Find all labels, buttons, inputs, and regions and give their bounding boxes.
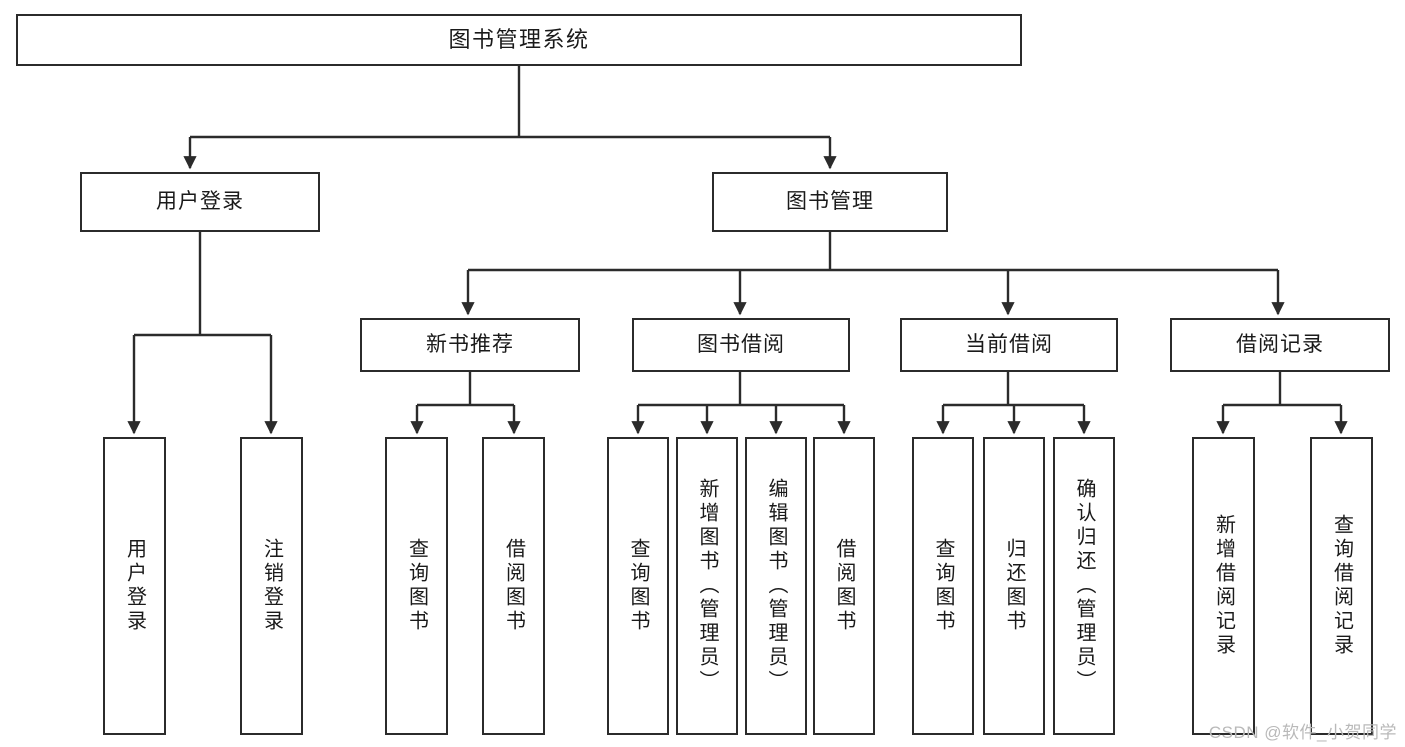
node-leaf-query-borrow-record[interactable]: 查询借阅记录: [1310, 437, 1373, 735]
node-leaf-query-book-1-label: 查询图书: [405, 538, 428, 634]
node-leaf-user-login-label: 用户登录: [123, 538, 146, 634]
node-leaf-add-book-label: 新增图书（管理员）: [696, 478, 718, 694]
node-leaf-logout-login-label: 注销登录: [260, 538, 283, 634]
node-leaf-query-book-2[interactable]: 查询图书: [607, 437, 669, 735]
node-leaf-confirm-return[interactable]: 确认归还（管理员）: [1053, 437, 1115, 735]
node-leaf-add-borrow-record-label: 新增借阅记录: [1212, 514, 1235, 658]
node-new-book-recommend[interactable]: 新书推荐: [360, 318, 580, 372]
node-leaf-edit-book-label: 编辑图书（管理员）: [765, 478, 787, 694]
node-book-borrow-label: 图书借阅: [697, 332, 785, 356]
node-root-label: 图书管理系统: [448, 27, 590, 53]
node-root[interactable]: 图书管理系统: [16, 14, 1022, 66]
node-new-book-recommend-label: 新书推荐: [426, 332, 514, 356]
node-book-manage-label: 图书管理: [786, 189, 874, 213]
node-leaf-query-book-2-label: 查询图书: [627, 538, 649, 634]
node-leaf-logout-login[interactable]: 注销登录: [240, 437, 303, 735]
node-leaf-return-book[interactable]: 归还图书: [983, 437, 1045, 735]
node-leaf-borrow-book-2[interactable]: 借阅图书: [813, 437, 875, 735]
node-borrow-record[interactable]: 借阅记录: [1170, 318, 1390, 372]
node-current-borrow[interactable]: 当前借阅: [900, 318, 1118, 372]
node-leaf-borrow-book-1-label: 借阅图书: [502, 538, 525, 634]
node-leaf-confirm-return-label: 确认归还（管理员）: [1073, 478, 1095, 694]
node-leaf-borrow-book-1[interactable]: 借阅图书: [482, 437, 545, 735]
node-borrow-record-label: 借阅记录: [1236, 332, 1324, 356]
node-leaf-query-book-1[interactable]: 查询图书: [385, 437, 448, 735]
node-leaf-add-book[interactable]: 新增图书（管理员）: [676, 437, 738, 735]
node-current-borrow-label: 当前借阅: [965, 332, 1053, 356]
node-leaf-add-borrow-record[interactable]: 新增借阅记录: [1192, 437, 1255, 735]
node-book-manage[interactable]: 图书管理: [712, 172, 948, 232]
node-leaf-edit-book[interactable]: 编辑图书（管理员）: [745, 437, 807, 735]
csdn-watermark: CSDN @软件_小贺同学: [1208, 723, 1397, 742]
node-leaf-borrow-book-2-label: 借阅图书: [833, 538, 855, 634]
node-leaf-return-book-label: 归还图书: [1003, 538, 1025, 634]
node-leaf-query-borrow-record-label: 查询借阅记录: [1330, 514, 1353, 658]
node-leaf-query-book-3[interactable]: 查询图书: [912, 437, 974, 735]
node-book-borrow[interactable]: 图书借阅: [632, 318, 850, 372]
node-leaf-user-login[interactable]: 用户登录: [103, 437, 166, 735]
node-user-login[interactable]: 用户登录: [80, 172, 320, 232]
node-leaf-query-book-3-label: 查询图书: [932, 538, 954, 634]
node-user-login-label: 用户登录: [156, 189, 244, 213]
